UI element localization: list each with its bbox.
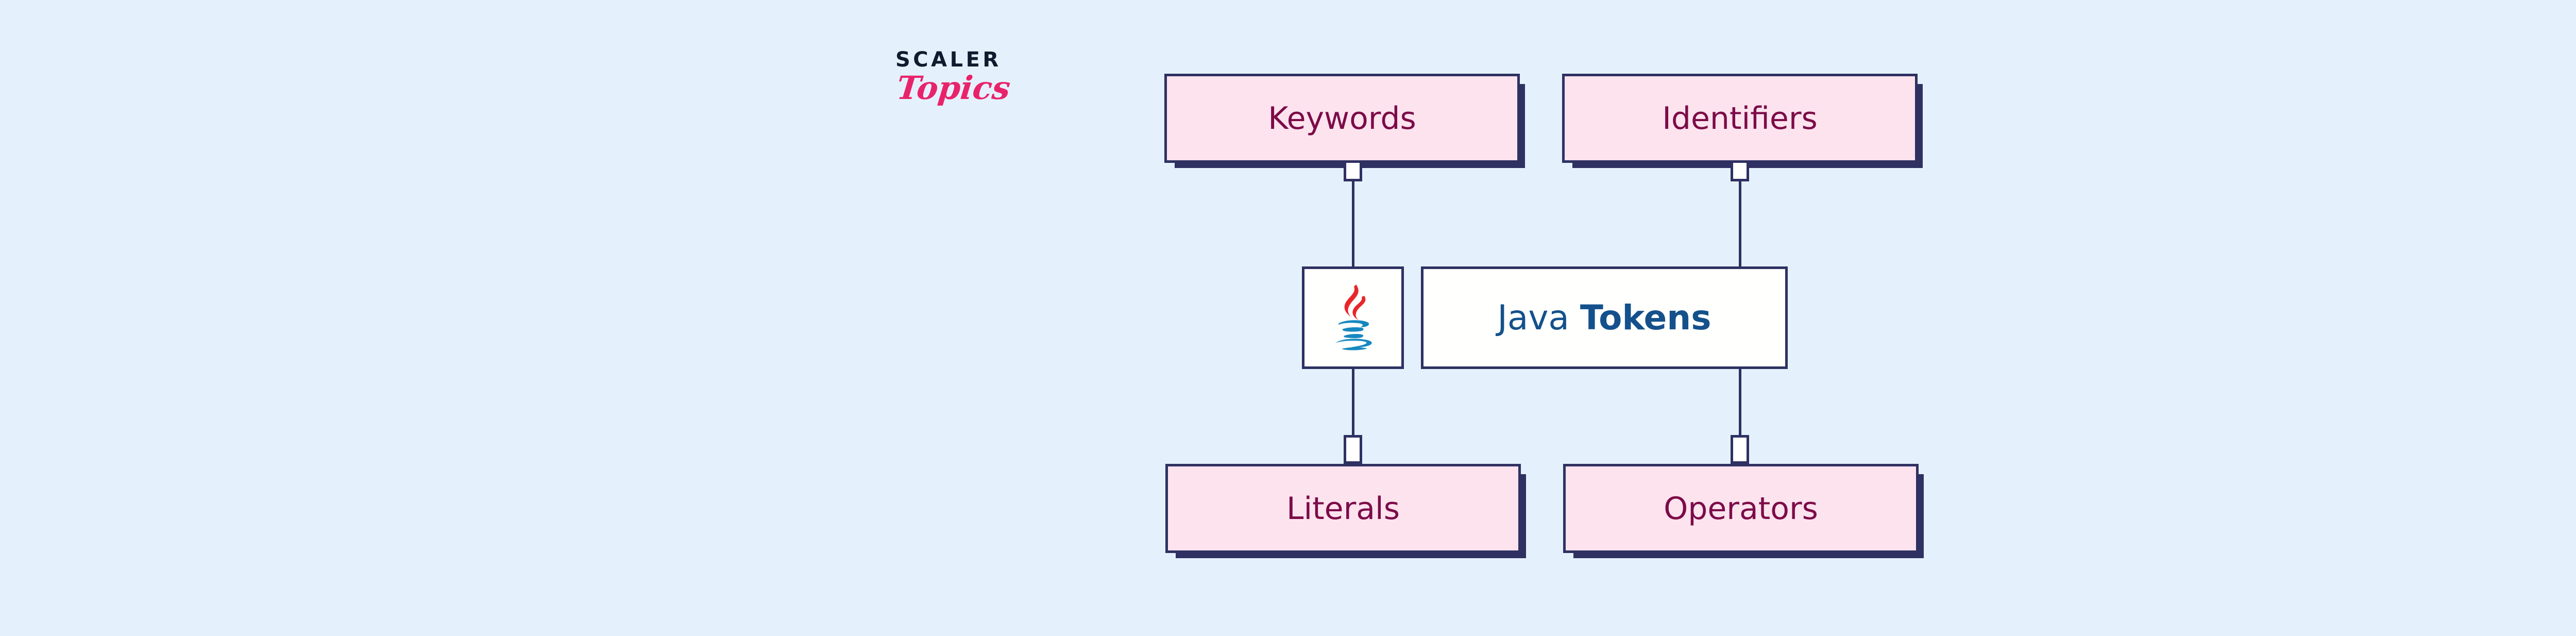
node-identifiers[interactable]: Identifiers [1562,74,1923,168]
title-word-tokens: Tokens [1580,297,1711,338]
connector-stub-literals [1344,435,1362,464]
java-coffee-cup-icon [1335,284,1372,350]
node-keywords-label: Keywords [1268,100,1416,137]
node-literals[interactable]: Literals [1165,464,1526,558]
brand-wordmark-scaler: SCALER [895,48,1002,72]
connector-line-center-to-operators [1739,369,1741,464]
scaler-topics-logo: SCALER Topics [895,49,1029,127]
connector-line-keywords-to-center [1352,163,1354,266]
brand-wordmark-topics: Topics [894,69,1012,107]
connector-line-identifiers-to-center [1739,163,1741,266]
node-literals-label: Literals [1286,490,1400,527]
node-identifiers-label: Identifiers [1662,100,1818,137]
connector-line-center-to-literals [1352,369,1354,464]
java-tokens-title-box: Java Tokens [1421,266,1788,369]
connector-stub-operators [1731,435,1749,464]
node-operators[interactable]: Operators [1563,464,1924,558]
java-logo-box [1302,266,1404,369]
title-word-java: Java [1497,297,1569,338]
node-operators-label: Operators [1664,490,1818,527]
node-keywords[interactable]: Keywords [1164,74,1525,168]
java-tokens-title: Java Tokens [1497,297,1711,338]
